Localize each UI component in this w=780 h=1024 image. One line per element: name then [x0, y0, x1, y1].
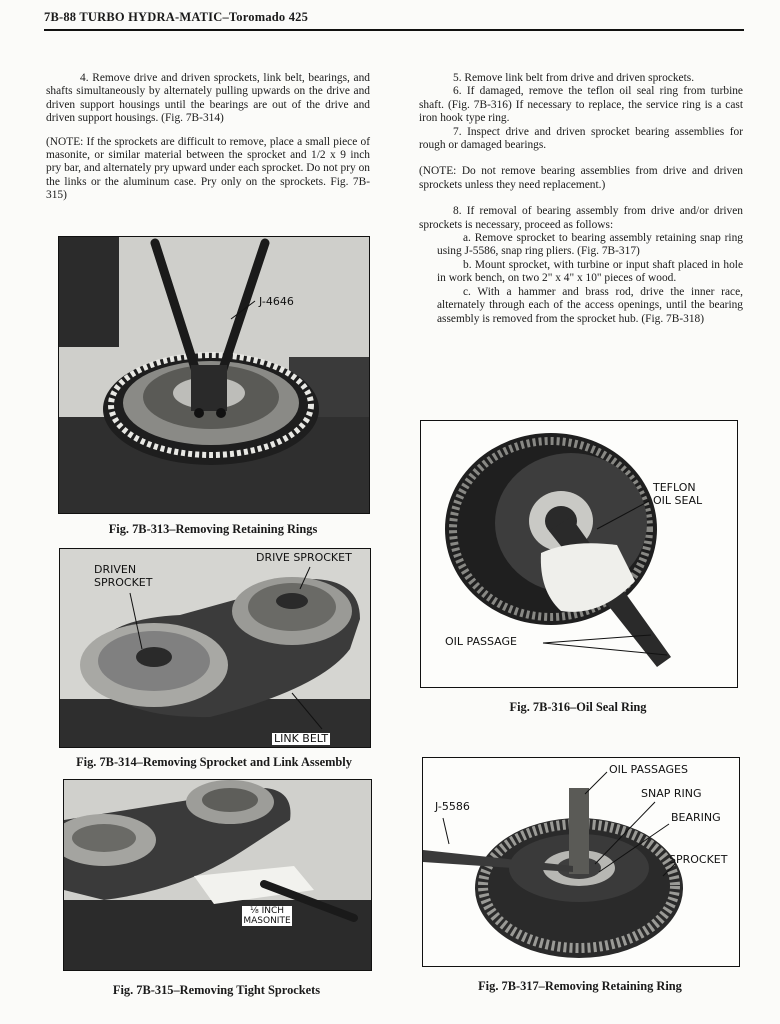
tool-j4646-label: J-4646: [259, 295, 294, 308]
step-8-paragraph: 8. If removal of bearing assembly from d…: [419, 205, 743, 231]
retaining-rings-illustration: [59, 237, 369, 513]
figure-7b-313-caption: Fig. 7B-313–Removing Retaining Rings: [108, 522, 318, 536]
snap-ring-label: SNAP RING: [641, 787, 702, 800]
sprocket-label: SPROCKET: [669, 853, 728, 866]
step-4-paragraph: 4. Remove drive and driven sprockets, li…: [46, 72, 370, 125]
figure-7b-314-caption: Fig. 7B-314–Removing Sprocket and Link A…: [76, 755, 352, 769]
figure-7b-314-photo: DRIVEN SPROCKET DRIVE SPROCKET LINK BELT: [59, 548, 371, 748]
figure-7b-315-caption: Fig. 7B-315–Removing Tight Sprockets: [112, 983, 321, 997]
right-text-column: 5. Remove link belt from drive and drive…: [419, 72, 743, 326]
figure-7b-317-caption: Fig. 7B-317–Removing Retaining Ring: [478, 979, 682, 993]
tool-j5586-label: J-5586: [435, 800, 470, 813]
figure-7b-316-photo: TEFLON OIL SEAL OIL PASSAGE: [420, 420, 738, 688]
step-7-paragraph: 7. Inspect drive and driven sprocket bea…: [419, 125, 743, 152]
driven-sprocket-label: DRIVEN SPROCKET: [94, 563, 153, 589]
figure-7b-317-photo: OIL PASSAGES SNAP RING BEARING SPROCKET …: [422, 757, 740, 967]
masonite-label: ⅛ INCH MASONITE: [242, 906, 292, 926]
step-5-paragraph: 5. Remove link belt from drive and drive…: [453, 72, 695, 84]
bearing-label: BEARING: [671, 811, 721, 824]
note-paragraph-sprockets: (NOTE: If the sprockets are difficult to…: [46, 135, 370, 202]
retaining-ring-removal-illustration: [423, 758, 739, 966]
step-6-paragraph: 6. If damaged, remove the teflon oil sea…: [419, 85, 743, 125]
sprocket-link-assembly-illustration: [60, 549, 370, 747]
figure-7b-315-photo: ⅛ INCH MASONITE: [63, 779, 372, 971]
page-header: 7B-88 TURBO HYDRA-MATIC–Toromado 425: [44, 7, 744, 31]
teflon-oil-seal-label: TEFLON OIL SEAL: [653, 481, 703, 507]
figure-7b-313-photo: J-4646: [58, 236, 370, 514]
oil-passage-label: OIL PASSAGE: [445, 635, 517, 648]
oil-seal-ring-illustration: [421, 421, 737, 687]
figure-7b-316-caption: Fig. 7B-316–Oil Seal Ring: [509, 700, 647, 714]
link-belt-label: LINK BELT: [272, 732, 331, 745]
step-8c-paragraph: c. With a hammer and brass rod, drive th…: [437, 285, 743, 325]
page-header-title: 7B-88 TURBO HYDRA-MATIC–Toromado 425: [44, 10, 309, 24]
step-8b-paragraph: b. Mount sprocket, with turbine or input…: [437, 258, 743, 285]
drive-sprocket-label: DRIVE SPROCKET: [256, 551, 352, 564]
note-paragraph-bearings: (NOTE: Do not remove bearing assemblies …: [419, 165, 743, 191]
step-8a-paragraph: a. Remove sprocket to bearing assembly r…: [437, 232, 743, 258]
oil-passages-label: OIL PASSAGES: [609, 763, 688, 776]
tight-sprockets-illustration: [64, 780, 371, 970]
left-text-column: 4. Remove drive and driven sprockets, li…: [46, 72, 370, 203]
